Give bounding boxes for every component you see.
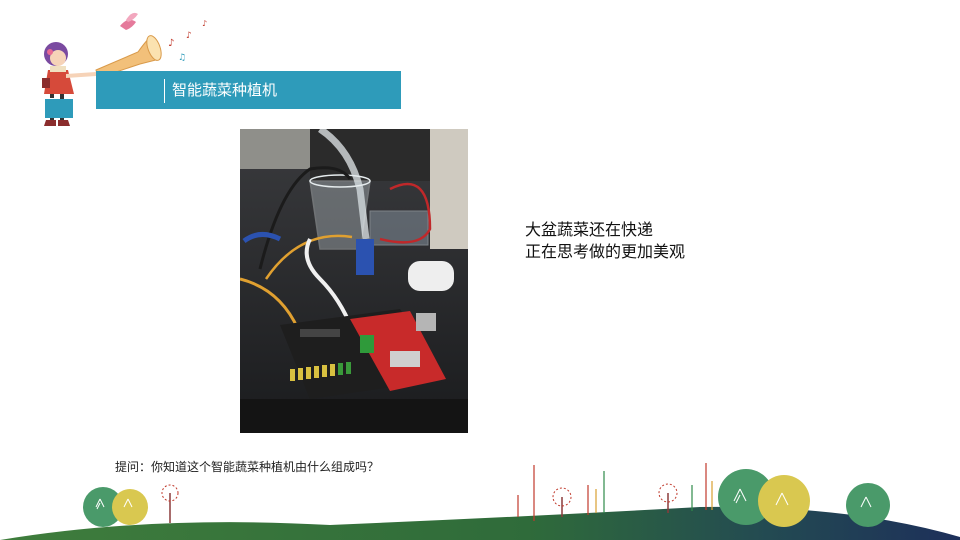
svg-text:♪: ♪ [186,31,192,41]
trees-illustration-icon [0,463,960,540]
body-text: 大盆蔬菜还在快递 正在思考做的更加美观 [525,219,685,263]
question-text: 提问：你知道这个智能蔬菜种植机由什么组成吗？ [115,460,380,474]
title-separator [164,79,165,103]
svg-text:♪: ♪ [202,19,207,28]
title-tab-accent [45,99,73,118]
svg-text:♫: ♫ [178,53,186,63]
slide-title: 智能蔬菜种植机 [172,81,278,99]
title-banner: 智能蔬菜种植机 [96,71,401,109]
device-photo [240,129,468,433]
body-line-1: 大盆蔬菜还在快递 [525,220,654,239]
svg-text:♪: ♪ [168,38,174,49]
body-line-2: 正在思考做的更加美观 [525,242,686,261]
